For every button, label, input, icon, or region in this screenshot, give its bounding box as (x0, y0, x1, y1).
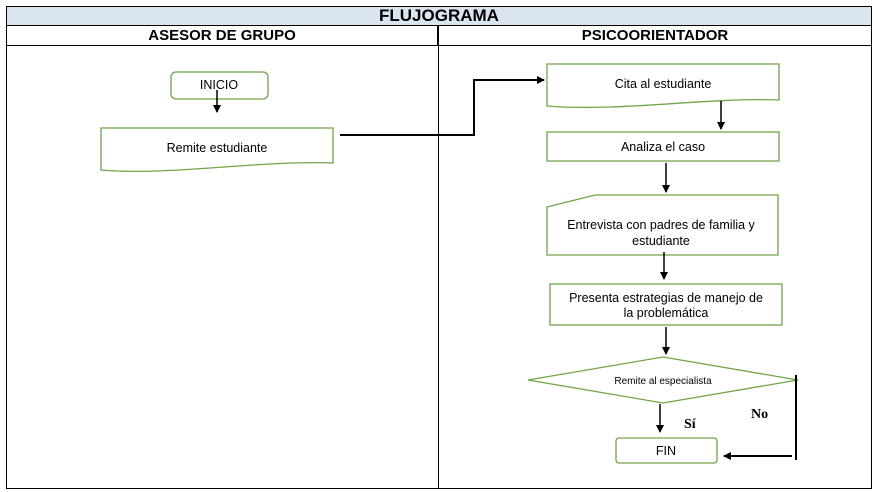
node-decision: Remite al especialista (527, 356, 799, 404)
node-presenta-label-1: Presenta estrategias de manejo de (569, 291, 763, 305)
lane-header-psicoorientador: PSICOORIENTADOR (438, 26, 872, 46)
node-inicio: INICIO (170, 71, 269, 100)
node-cita: Cita al estudiante (546, 63, 780, 109)
node-analiza: Analiza el caso (546, 131, 780, 162)
lane-psicoorientador (438, 46, 872, 489)
node-remite-estudiante-label: Remite estudiante (167, 141, 268, 155)
node-entrevista-label-2: estudiante (632, 234, 690, 248)
node-remite-estudiante: Remite estudiante (100, 127, 334, 172)
edge-label-no: No (751, 407, 768, 422)
edge-remite-cita (340, 76, 545, 136)
node-entrevista: Entrevista con padres de familia y estud… (546, 194, 779, 256)
lane-header-asesor: ASESOR DE GRUPO (6, 26, 438, 46)
node-fin: FIN (615, 437, 718, 464)
node-cita-label: Cita al estudiante (615, 77, 712, 91)
node-entrevista-label-1: Entrevista con padres de familia y (567, 218, 755, 232)
flowchart-title: FLUJOGRAMA (6, 6, 872, 26)
edge-label-si: Sí (684, 417, 697, 432)
node-decision-label: Remite al especialista (614, 376, 712, 387)
node-presenta-label-2: la problemática (624, 306, 709, 320)
node-inicio-label: INICIO (200, 78, 238, 92)
node-fin-label: FIN (656, 444, 676, 458)
node-presenta: Presenta estrategias de manejo de la pro… (549, 283, 783, 326)
node-analiza-label: Analiza el caso (621, 140, 705, 154)
